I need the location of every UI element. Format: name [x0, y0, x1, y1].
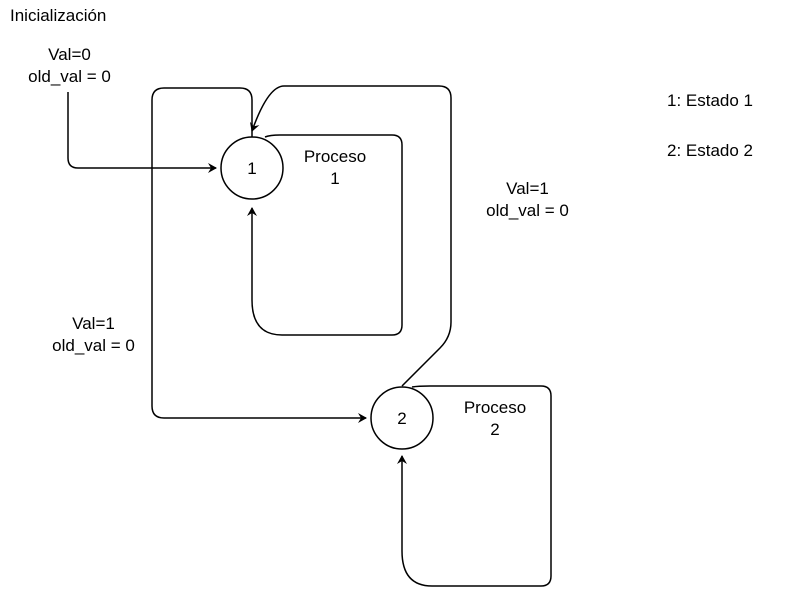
init-condition-line2: old_val = 0 — [28, 67, 111, 86]
process-2-line2: 2 — [490, 420, 500, 439]
transition-1-to-2-line1: Val=1 — [72, 314, 115, 333]
transition-2-to-1 — [249, 85, 452, 387]
process-1-label: Proceso 1 — [290, 146, 380, 190]
process-1-line2: 1 — [330, 169, 340, 188]
state-2-label: 2 — [397, 409, 406, 428]
init-condition-label: Val=0 old_val = 0 — [12, 44, 127, 88]
self-loop-state-2 — [397, 385, 552, 587]
process-1-line1: Proceso — [303, 147, 367, 166]
init-condition-line1: Val=0 — [48, 45, 91, 64]
legend-item-state-2: 2: Estado 2 — [667, 141, 754, 160]
transition-2-to-1-line1: Val=1 — [506, 179, 549, 198]
transition-1-to-2-condition: Val=1 old_val = 0 — [36, 313, 151, 357]
transition-1-to-2 — [151, 87, 367, 423]
legend-item-state-1: 1: Estado 1 — [667, 91, 754, 110]
state-1-node: 1 — [220, 136, 284, 200]
process-2-line1: Proceso — [463, 398, 527, 417]
self-loop-state-1 — [247, 134, 403, 336]
state-1-circle — [220, 136, 284, 200]
init-transition-arrow — [67, 92, 217, 173]
transition-1-to-2-line2: old_val = 0 — [52, 336, 135, 355]
process-2-label: Proceso 2 — [450, 397, 540, 441]
diagram-title: Inicialización — [10, 6, 107, 25]
state-2-node: 2 — [370, 386, 434, 450]
transition-2-to-1-condition: Val=1 old_val = 0 — [470, 178, 585, 222]
transition-2-to-1-line2: old_val = 0 — [486, 201, 569, 220]
state-2-circle — [370, 386, 434, 450]
state-1-label: 1 — [247, 159, 256, 178]
